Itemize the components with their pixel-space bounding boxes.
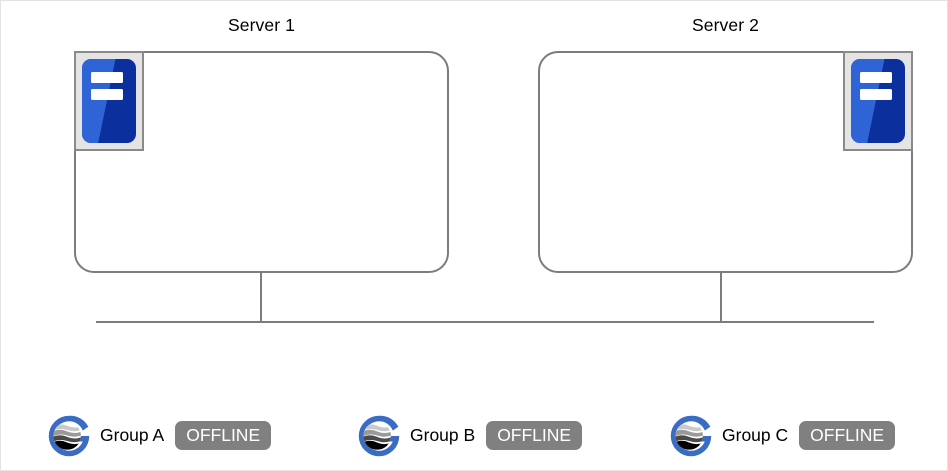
group-label: Group C — [722, 425, 789, 445]
gluster-logo-icon — [358, 415, 400, 456]
server-1-title: Server 1 — [228, 15, 295, 35]
chip-bar-top — [859, 72, 893, 83]
chip-bar-top — [90, 72, 124, 83]
group-status-item[interactable]: Group B OFFLINE — [356, 399, 583, 470]
chip-bar-bottom — [90, 89, 124, 100]
group-status-item[interactable]: Group C OFFLINE — [668, 399, 896, 470]
network-bus-line — [96, 321, 874, 323]
chip-bar-bottom — [859, 89, 893, 100]
gluster-logo-icon — [48, 415, 90, 456]
group-label: Group B — [410, 425, 476, 445]
server-chip-icon — [82, 59, 136, 143]
status-badge[interactable]: OFFLINE — [799, 420, 896, 451]
server-1-chip-icon[interactable] — [74, 51, 144, 151]
group-label: Group A — [100, 425, 165, 445]
server-1-network-drop-line — [260, 273, 262, 322]
gluster-logo-icon — [670, 415, 712, 456]
status-badge[interactable]: OFFLINE — [486, 420, 583, 451]
server-chip-icon — [851, 59, 905, 143]
server-2-chip-icon[interactable] — [843, 51, 913, 151]
group-status-item[interactable]: Group A OFFLINE — [46, 399, 272, 470]
server-2-network-drop-line — [720, 273, 722, 322]
status-badge[interactable]: OFFLINE — [175, 420, 272, 451]
group-status-row: Group A OFFLINE Group B OFFLINE — [1, 399, 947, 470]
server-2-title: Server 2 — [692, 15, 759, 35]
